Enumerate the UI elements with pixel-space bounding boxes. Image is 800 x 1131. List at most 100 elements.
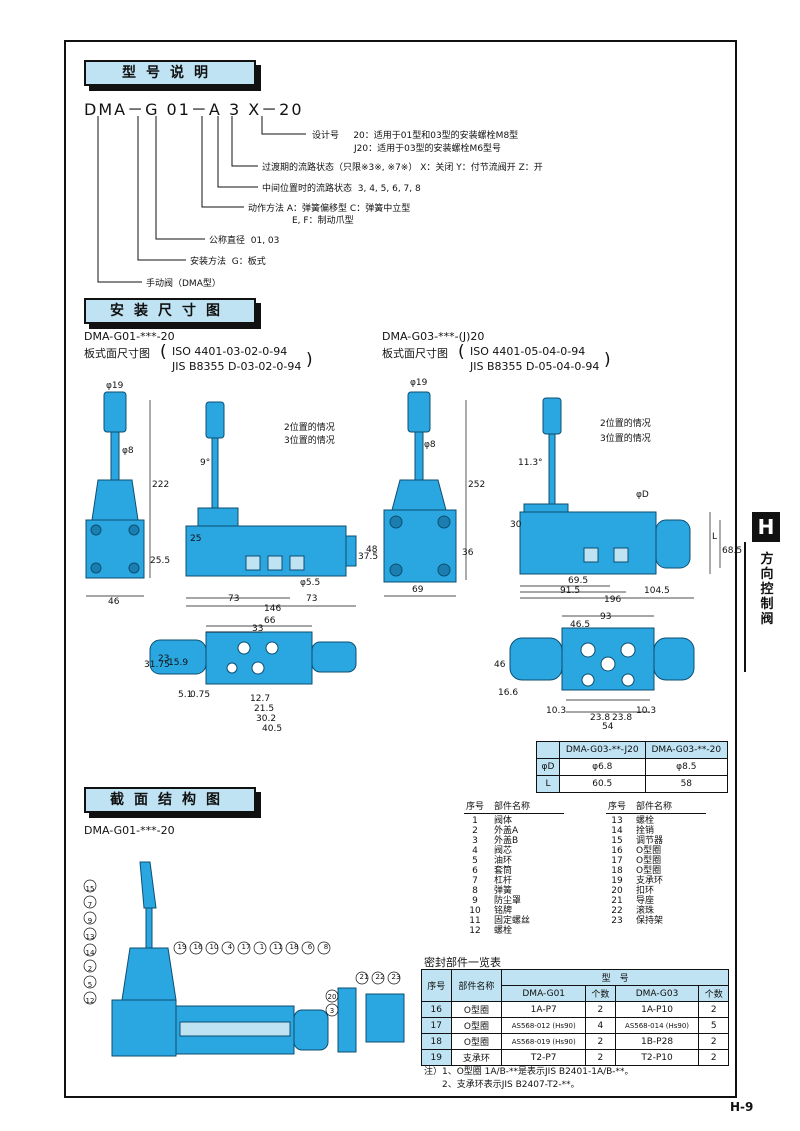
model-item-design-j20: J20：适用于03型的安装螺栓M6型号 (354, 144, 502, 154)
note-2: 2、支承环表示JIS B2407-T2-**。 (442, 1080, 580, 1090)
model-code: DMA－G 01－A 3 X－20 (84, 100, 304, 119)
model-item-mounting: 安装方法 G：板式 (190, 257, 266, 267)
seal-cell-g03: 1A-P10 (614, 1001, 700, 1018)
dim-right-465: 46.5 (570, 620, 591, 630)
note-1: 注）1、O型圈 1A/B-**是表示JIS B2401-1A/B-**。 (424, 1067, 634, 1077)
dim-left-51: 5.1 (178, 690, 193, 700)
dim-right-695: 69.5 (568, 576, 589, 586)
dim-right-angle: 11.3° (518, 458, 543, 468)
dim-right-1045: 104.5 (644, 586, 670, 596)
dim-left-405: 40.5 (262, 724, 283, 734)
model-item-center: 中间位置时的流路状态 3, 4, 5, 6, 7, 8 (262, 184, 421, 194)
dtable-key-l: L (536, 775, 560, 793)
dim-right-knob-dia: φ19 (410, 378, 428, 388)
dim-right-103b: 10.3 (636, 706, 657, 716)
table-row: 18 O型圈 AS568-019 (Hs90) 2 1B-P28 2 (421, 1033, 729, 1050)
left-standard-iso: ISO 4401-03-02-0-94 (172, 345, 288, 358)
model-leader-lines (97, 116, 306, 283)
seal-cell-g03: 1B-P28 (614, 1033, 700, 1050)
seal-cell-name: O型圈 (450, 1001, 503, 1018)
seal-table: 序号 部件名称 型 号 DMA-G01 个数 DMA-G03 个数 16 O型圈… (421, 969, 729, 1066)
seal-cell-name: O型圈 (450, 1017, 503, 1034)
dim-left-48: 48 (366, 545, 378, 555)
dim-left-73b: 73 (306, 594, 318, 604)
seal-cell-g01: AS568-019 (Hs90) (501, 1033, 587, 1050)
dim-left-base: 25.5 (150, 556, 171, 566)
seal-cell-g03: T2-P10 (614, 1049, 700, 1066)
dim-right-103a: 10.3 (546, 706, 567, 716)
model-item-size: 公称直径 01, 03 (209, 236, 280, 246)
seal-cell-q1: 2 (585, 1033, 616, 1050)
dim-left-height: 222 (152, 480, 170, 490)
dim-right-36: 36 (462, 548, 474, 558)
seal-cell-q3: 2 (698, 1033, 729, 1050)
dim-right-196: 196 (604, 595, 622, 605)
dim-right-166: 16.6 (498, 688, 519, 698)
seal-cell-g03: AS568-014 (Hs90) (614, 1017, 700, 1034)
dim-left-73a: 73 (228, 594, 240, 604)
dim-left-3175: 31.75 (144, 660, 170, 670)
dtable-l-20: 58 (644, 775, 729, 793)
left-model-name: DMA-G01-***-20 (84, 330, 175, 343)
side-tab-letter: H (752, 512, 780, 542)
seal-cell-q1: 2 (585, 1001, 616, 1018)
seal-cell-no: 18 (421, 1033, 452, 1050)
dim-right-69: 69 (412, 585, 424, 595)
dim-right-46: 46 (494, 660, 506, 670)
pos3-label-left: 3位置的情况 (284, 436, 335, 446)
dim-left-37: 37.5 (358, 552, 379, 562)
dim-left-hole: φ5.5 (300, 578, 321, 588)
seal-header-qty2: 个数 (698, 985, 729, 1002)
model-item-operation: 动作方法 A：弹簧偏移型 C：弹簧中立型 (248, 204, 411, 214)
seal-header-name: 部件名称 (450, 969, 503, 1002)
dim-right-54: 54 (602, 722, 614, 732)
seal-cell-g01: AS568-012 (Hs90) (501, 1017, 587, 1034)
dim-left-23: 23 (158, 654, 170, 664)
dim-left-159: 15.9 (168, 658, 189, 668)
right-plate-label: 板式面尺寸图 (382, 347, 448, 360)
section-callouts-detail: 21 22 23 (359, 973, 401, 981)
seal-cell-no: 17 (421, 1017, 452, 1034)
dim-left-302: 30.2 (256, 714, 277, 724)
dim-left-146: 146 (264, 604, 282, 614)
page-frame (64, 40, 737, 1098)
dim-right-915: 91.5 (560, 586, 581, 596)
dim-left-25: 25 (190, 534, 202, 544)
dim-right-height: 252 (468, 480, 486, 490)
section-title-mount: 安装尺寸图 (84, 298, 256, 324)
left-paren-close: ) (306, 350, 313, 370)
side-stripe (744, 542, 746, 672)
seal-cell-name: O型圈 (450, 1033, 503, 1050)
dim-right-238b: 23.8 (612, 713, 633, 723)
table-row: 19 支承环 T2-P7 2 T2-P10 2 (421, 1049, 729, 1066)
page-number: H-9 (730, 1100, 754, 1114)
dtable-header-j20: DMA-G03-**-J20 (558, 741, 646, 759)
seal-header-qty1: 个数 (585, 985, 616, 1002)
seal-cell-no: 19 (421, 1049, 452, 1066)
seal-cell-g01: T2-P7 (501, 1049, 587, 1066)
dim-left-215: 21.5 (254, 704, 275, 714)
left-standard-jis: JIS B8355 D-03-02-0-94 (172, 360, 302, 373)
pos3-label-right: 3位置的情况 (600, 434, 651, 444)
dtable-corner (536, 741, 560, 759)
right-model-name: DMA-G03-***-(J)20 (382, 330, 485, 343)
left-plate-label: 板式面尺寸图 (84, 347, 150, 360)
seal-header-model: 型 号 (501, 969, 729, 986)
seal-cell-q1: 4 (585, 1017, 616, 1034)
model-item-design: 设计号 20：适用于01型和03型的安装螺栓M8型 (312, 131, 519, 141)
right-paren-open: ( (458, 342, 465, 362)
seal-cell-q3: 2 (698, 1001, 729, 1018)
dim-left-33: 33 (252, 624, 264, 634)
left-paren-open: ( (160, 342, 167, 362)
dim-right-93: 93 (600, 612, 612, 622)
right-standard-iso: ISO 4401-05-04-0-94 (470, 345, 586, 358)
dtable-l-j20: 60.5 (558, 775, 646, 793)
dim-left-width: 46 (108, 597, 120, 607)
dim-left-knob-dia: φ19 (106, 381, 124, 391)
seal-cell-no: 16 (421, 1001, 452, 1018)
